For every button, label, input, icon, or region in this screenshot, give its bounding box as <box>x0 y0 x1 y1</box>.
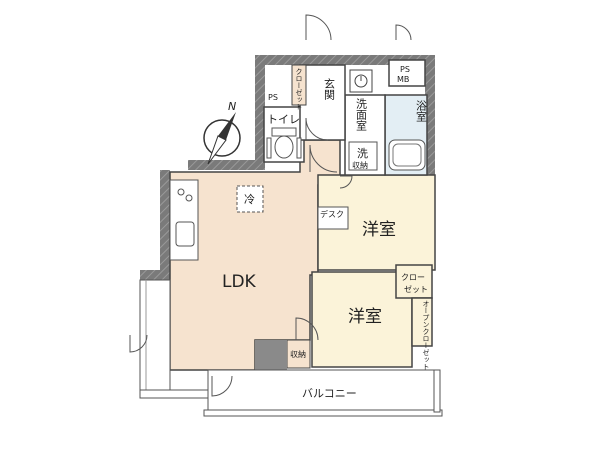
storage-wash-label: 収納 <box>352 160 368 170</box>
toilet-label: トイレ <box>267 113 300 126</box>
ps-mb-box <box>388 59 426 87</box>
closet-label-line2: ゼット <box>404 284 428 294</box>
washer-label: 洗 <box>357 147 368 160</box>
bedroom-lower-label: 洋室 <box>348 307 382 327</box>
closet-small-box <box>291 64 307 106</box>
compass-north-label: N <box>228 100 236 113</box>
washroom-label: 洗面室 <box>355 98 368 131</box>
open-closet-label: オープンクローゼット <box>422 300 430 370</box>
pillar <box>255 340 287 370</box>
left-bay <box>139 279 209 399</box>
ldk-label: LDK <box>222 272 257 292</box>
balcony <box>203 369 443 417</box>
doors <box>129 14 412 397</box>
bathtub <box>388 139 426 171</box>
entrance-floor <box>299 64 346 141</box>
fridge-box <box>236 185 264 213</box>
closet-small-label: クローゼット <box>295 68 303 110</box>
ps-mb-label-line2: MB <box>397 75 409 84</box>
desk-label: デスク <box>320 209 344 219</box>
open-closet-floor <box>411 297 433 347</box>
ps-mb-label-line1: PS <box>400 65 410 74</box>
kitchen-counter <box>169 179 199 261</box>
washer-box <box>348 141 378 171</box>
compass-icon <box>203 112 241 165</box>
desk-box <box>317 206 349 230</box>
bathroom-label: 浴室 <box>415 100 428 122</box>
storage-ldk-label: 収納 <box>290 349 306 359</box>
outer-walls <box>140 55 435 280</box>
closet-label-line1: クロー <box>401 273 425 282</box>
entrance-label: 玄関 <box>323 77 336 100</box>
bedroom-upper-label: 洋室 <box>362 220 396 240</box>
balcony-label: バルコニー <box>302 387 357 400</box>
ps-upper-label: PS <box>268 93 278 102</box>
toilet-bowl <box>266 127 302 159</box>
fridge-label: 冷 <box>244 193 255 206</box>
